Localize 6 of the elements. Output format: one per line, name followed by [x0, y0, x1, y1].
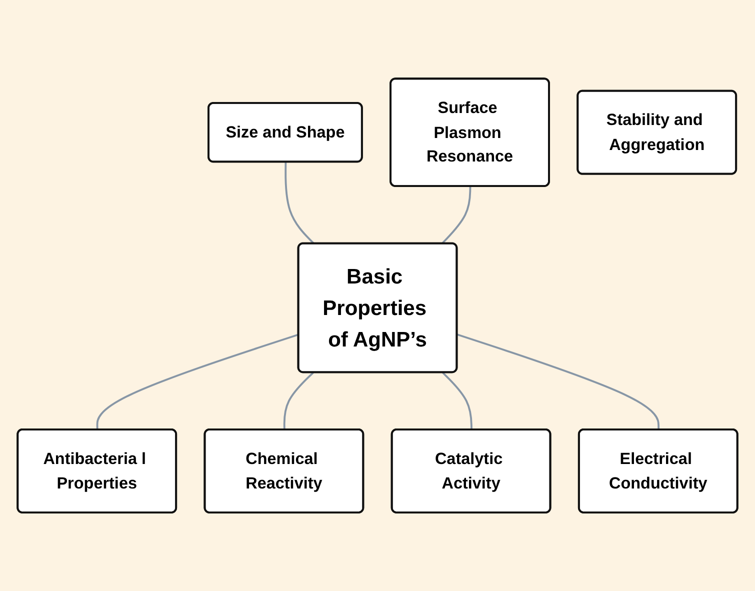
connector [284, 162, 315, 244]
connector [441, 186, 472, 244]
connector [96, 334, 300, 430]
connector [442, 372, 472, 430]
connector [456, 334, 660, 430]
connector [283, 372, 314, 430]
